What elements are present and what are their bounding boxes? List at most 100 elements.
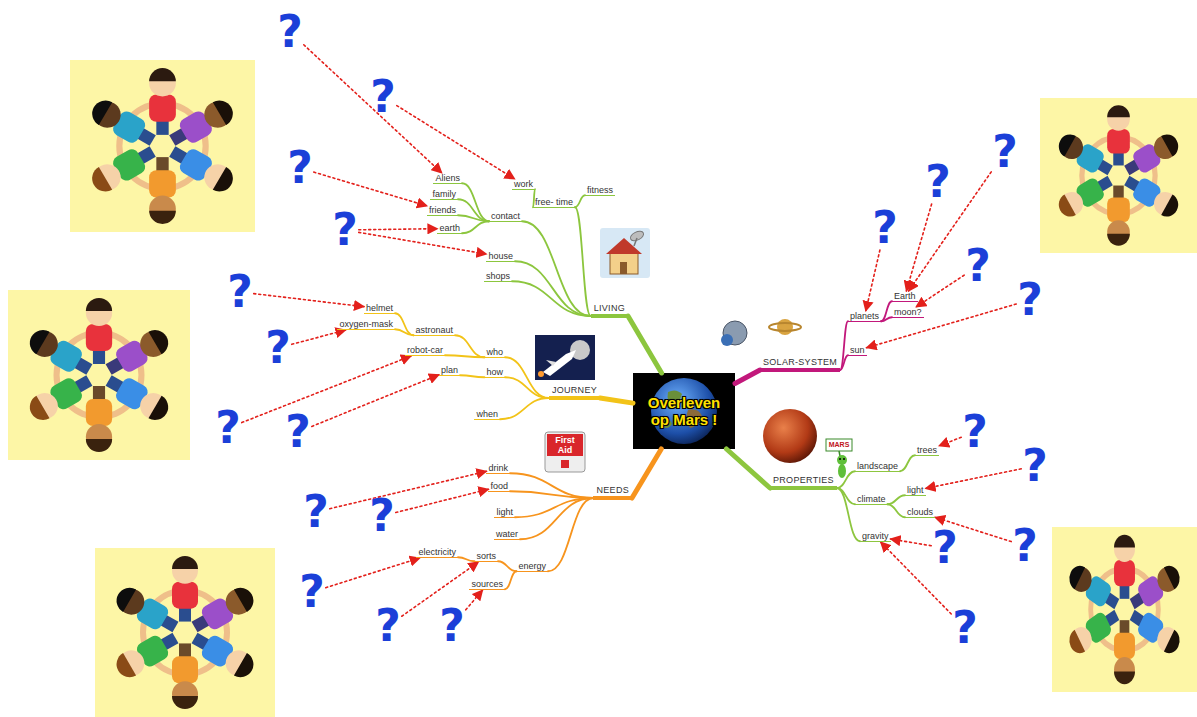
question-mark: ? — [368, 494, 396, 538]
question-mark: ? — [298, 570, 326, 614]
node-text: ? — [1012, 520, 1038, 571]
branch-line — [515, 261, 591, 316]
node-text: friends — [429, 205, 456, 215]
topic-word: house — [486, 251, 515, 262]
shuttle-picture — [543, 350, 576, 376]
branch-line — [510, 491, 593, 498]
question-arrow — [326, 558, 420, 588]
question-mark: ? — [374, 604, 402, 648]
node-text: ? — [332, 204, 358, 255]
topic-word: earth — [437, 223, 462, 234]
node-text: water — [496, 529, 518, 539]
dish-pole — [634, 238, 637, 246]
house-door — [620, 262, 627, 274]
question-arrow — [330, 471, 487, 508]
node-text: ? — [369, 490, 395, 541]
question-mark: ? — [369, 75, 397, 119]
topic-word: friends — [427, 205, 458, 216]
topic-word: Earth — [892, 291, 918, 302]
node-text: ? — [265, 322, 291, 373]
shuttle-flame — [538, 371, 544, 377]
topic-word: contact — [489, 211, 522, 222]
question-mark: ? — [1011, 524, 1039, 568]
house-icon — [600, 228, 650, 278]
node-text: ? — [303, 486, 329, 537]
branch-line — [548, 498, 593, 571]
icon-ground — [600, 228, 650, 278]
question-arrow — [359, 232, 487, 254]
question-arrow — [396, 489, 489, 512]
branch-line — [445, 355, 484, 357]
mars-icon — [763, 409, 852, 478]
node-text: food — [490, 481, 508, 491]
topic-word: when — [474, 409, 500, 420]
node-text: who — [486, 347, 503, 357]
node-text: sun — [850, 345, 865, 355]
question-arrow — [866, 250, 880, 311]
topic-word: family — [430, 189, 458, 200]
node-text: ? — [215, 402, 241, 453]
node-text: gravity — [862, 531, 889, 541]
branch-line — [840, 321, 848, 370]
question-mark: ? — [924, 160, 952, 204]
topic-word: sun — [848, 345, 867, 356]
alien-eye — [843, 458, 845, 460]
first-aid-band — [547, 434, 583, 456]
node-text: helmet — [366, 303, 393, 313]
topic-word: free- time — [533, 197, 575, 208]
node-text: work — [514, 179, 533, 189]
node-text: robot-car — [407, 345, 443, 355]
branch-line — [600, 398, 633, 403]
question-mark: ? — [438, 604, 466, 648]
topic-word: light — [905, 485, 926, 496]
topic-word: landscape — [855, 461, 900, 472]
question-arrow — [292, 330, 346, 344]
node-text: how — [486, 367, 503, 377]
topic-word: fitness — [585, 185, 615, 196]
node-text: energy — [518, 561, 546, 571]
node-text: Overleven op Mars ! — [642, 394, 726, 428]
node-text: earth — [439, 223, 460, 233]
branch-line — [458, 215, 489, 221]
branch-line — [500, 398, 549, 419]
question-mark: ? — [871, 206, 899, 250]
topic-word: food — [488, 481, 510, 492]
rocket-icon — [535, 335, 595, 380]
node-text: oxygen-mask — [339, 319, 393, 329]
question-mark: ? — [931, 526, 959, 570]
topic-word: planets — [848, 311, 881, 322]
question-arrow — [304, 45, 442, 173]
node-text: ? — [375, 600, 401, 651]
children-picture — [8, 290, 190, 460]
node-text: fitness — [587, 185, 613, 195]
node-text: family — [432, 189, 456, 199]
question-mark: ? — [951, 606, 979, 650]
topic-word: sorts — [474, 551, 498, 562]
branch-line — [510, 473, 593, 498]
branch-line — [458, 557, 474, 561]
first-aid-icon — [545, 432, 585, 472]
sign-stick — [839, 451, 840, 456]
branch-line — [837, 471, 855, 488]
node-text: landscape — [857, 461, 898, 471]
node-text: free- time — [535, 197, 573, 207]
node-text: NEEDS — [596, 485, 629, 495]
topic-word: trees — [915, 445, 939, 456]
central-box — [633, 373, 735, 449]
node-text: plan — [441, 365, 458, 375]
question-arrow — [312, 375, 439, 427]
topic-word: moon? — [892, 307, 924, 318]
node-text: ? — [952, 602, 978, 653]
satellite-dish — [629, 229, 645, 242]
question-mark: ? — [286, 146, 314, 190]
branch-line — [458, 199, 489, 221]
node-text: ? — [965, 240, 991, 291]
saturn-picture — [777, 319, 793, 335]
topic-word: climate — [855, 494, 888, 505]
node-text: sorts — [476, 551, 496, 561]
question-mark: ? — [284, 410, 312, 454]
question-arrow — [359, 229, 438, 230]
topic-word: work — [512, 179, 535, 190]
house-roof — [606, 238, 642, 254]
shuttle-wing — [546, 360, 556, 366]
